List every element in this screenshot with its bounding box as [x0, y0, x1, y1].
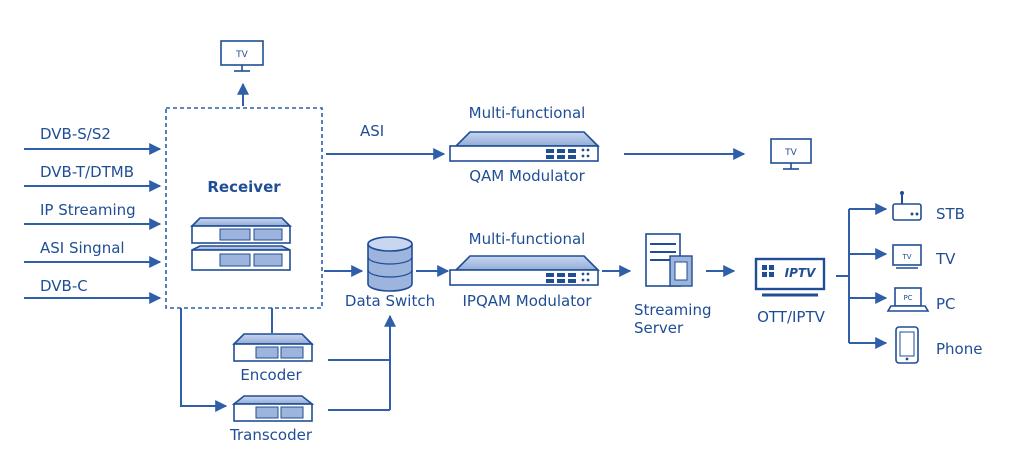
tv-icon: TV	[892, 244, 922, 269]
receiver-device-icon	[190, 217, 292, 271]
output-label-tv: TV	[935, 250, 956, 268]
streaming-server-label-line2: Server	[634, 319, 684, 337]
encoder-device-icon	[232, 333, 314, 362]
stb-icon	[892, 191, 922, 221]
database-icon	[367, 236, 413, 292]
receiver-dashed-box	[165, 107, 323, 309]
qam-modulator-device	[449, 131, 600, 162]
receiver-to-transcoder-arrow	[180, 308, 228, 412]
ipqam-modulator-device	[449, 255, 600, 286]
input-signals: DVB-S/S2 DVB-T/DTMB IP Streaming ASI Sin…	[24, 125, 162, 304]
tv-icon-label: TV	[784, 148, 797, 158]
server-icon	[645, 233, 693, 287]
input-label-asi-signal: ASI Singnal	[40, 239, 125, 257]
transcoder-device-icon	[231, 395, 315, 422]
input-label-dvb-s: DVB-S/S2	[40, 125, 111, 143]
transcoder-label: Transcoder	[229, 426, 313, 444]
laptop-icon: PC	[886, 287, 930, 312]
input-label-dvb-t: DVB-T/DTMB	[40, 163, 134, 181]
streaming-server-label-line1: Streaming	[634, 301, 711, 319]
ott-iptv-label: OTT/IPTV	[757, 308, 826, 326]
output-label-stb: STB	[936, 205, 965, 223]
receiver-label: Receiver	[207, 178, 281, 196]
encoder-label: Encoder	[240, 366, 302, 384]
receiver-group: Receiver	[165, 107, 323, 309]
iptv-screen-icon: IPTV	[754, 257, 826, 297]
tv-icon: TV	[220, 40, 264, 72]
ipqam-title: Multi-functional	[469, 230, 586, 248]
qam-title: Multi-functional	[469, 104, 586, 122]
input-label-dvb-c: DVB-C	[40, 277, 88, 295]
asi-label: ASI	[360, 122, 384, 140]
input-label-ip-streaming: IP Streaming	[40, 201, 136, 219]
ipqam-label: IPQAM Modulator	[463, 292, 593, 310]
phone-icon	[895, 326, 919, 364]
qam-label: QAM Modulator	[469, 167, 585, 185]
output-bracket	[836, 203, 888, 349]
output-label-phone: Phone	[936, 340, 982, 358]
data-switch-label: Data Switch	[345, 292, 435, 310]
tv-icon-label: TV	[901, 253, 911, 261]
pc-icon-label: PC	[903, 294, 912, 302]
tv-icon: TV	[770, 138, 812, 170]
tv-icon-label: TV	[235, 50, 248, 60]
iptv-badge: IPTV	[785, 266, 817, 280]
output-label-pc: PC	[936, 295, 956, 313]
